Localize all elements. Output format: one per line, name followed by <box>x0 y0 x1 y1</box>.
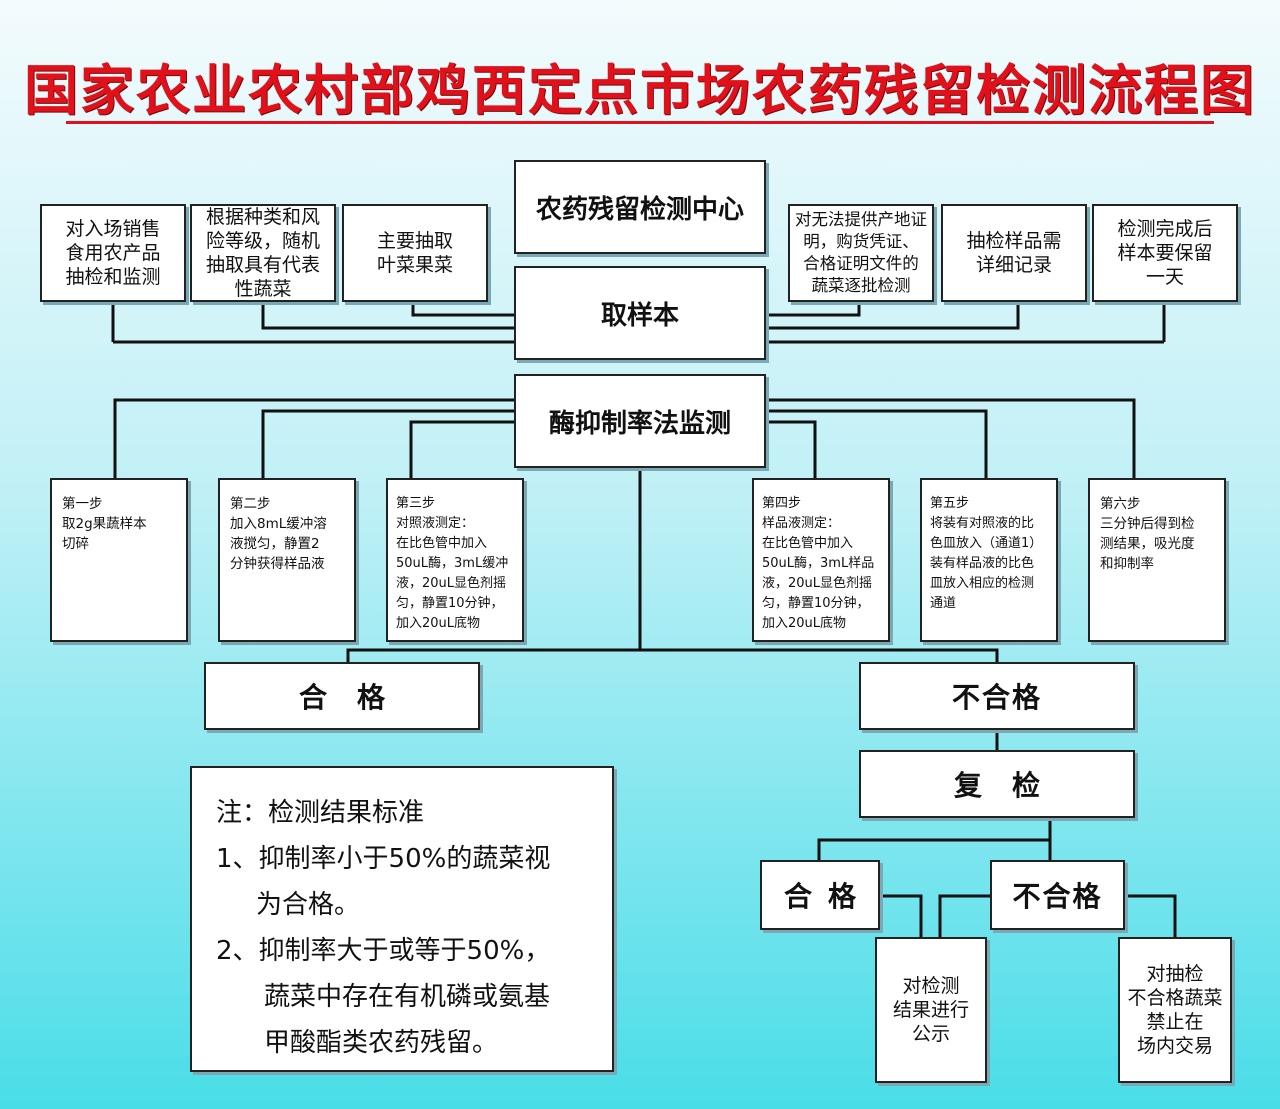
recheck-box: 复检 <box>859 750 1135 818</box>
top-item-box: 对入场销售 食用农产品 抽检和监测 <box>40 204 186 302</box>
publish-label: 对检测 结果进行 公示 <box>892 975 969 1045</box>
recheck-fail-box: 不合格 <box>990 860 1125 930</box>
method-box: 酶抑制率法监测 <box>514 374 766 468</box>
top-item-label: 根据种类和风 险等级，随机 抽取具有代表 性蔬菜 <box>205 206 320 300</box>
top-item-label: 主要抽取 叶菜果菜 <box>376 230 453 276</box>
note-box: 注：检测结果标准 1、抑制率小于50%的蔬菜视 为合格。 2、抑制率大于或等于5… <box>190 766 614 1072</box>
note-line: 蔬菜中存在有机磷或氨基 <box>264 982 551 1012</box>
step-text: 第四步 样品液测定： 在比色管中加入 50uL酶，3mL样品 液，20uL显色剂… <box>762 496 875 631</box>
note-line: 2、抑制率大于或等于50%， <box>216 936 551 966</box>
step-text: 第二步 加入8mL缓冲溶 液搅匀，静置2 分钟获得样品液 <box>230 496 327 572</box>
result-pass-box: 合格 <box>204 662 480 730</box>
note-line: 为合格。 <box>256 890 361 920</box>
method-label: 酶抑制率法监测 <box>548 408 731 439</box>
step-box: 第二步 加入8mL缓冲溶 液搅匀，静置2 分钟获得样品液 <box>218 478 356 642</box>
step-box: 第四步 样品液测定： 在比色管中加入 50uL酶，3mL样品 液，20uL显色剂… <box>752 478 890 642</box>
title-underline <box>66 121 1214 124</box>
recheck-pass-box: 合格 <box>760 860 880 930</box>
step-text: 第六步 三分钟后得到检 测结果，吸光度 和抑制率 <box>1100 496 1195 572</box>
sampling-label: 取样本 <box>600 300 679 331</box>
note-content: 注：检测结果标准 1、抑制率小于50%的蔬菜视 为合格。 2、抑制率大于或等于5… <box>216 790 550 1066</box>
top-item-box: 主要抽取 叶菜果菜 <box>342 204 488 302</box>
center-label: 农药残留检测中心 <box>535 194 744 225</box>
recheck-pass-label: 合格 <box>783 880 872 913</box>
step-text: 第五步 将装有对照液的比 色皿放入（通道1） 装有样品液的比色 皿放入相应的检测… <box>930 496 1043 611</box>
top-item-label: 检测完成后 样本要保留 一天 <box>1117 218 1213 288</box>
ban-box: 对抽检 不合格蔬菜 禁止在 场内交易 <box>1118 937 1232 1083</box>
top-item-box: 对无法提供产地证 明，购货凭证、 合格证明文件的 蔬菜逐批检测 <box>788 204 934 302</box>
note-line: 甲酸酯类农药残留。 <box>264 1028 499 1058</box>
step-text: 第三步 对照液测定： 在比色管中加入 50uL酶，3mL缓冲 液，20uL显色剂… <box>396 496 509 631</box>
step-box: 第三步 对照液测定： 在比色管中加入 50uL酶，3mL缓冲 液，20uL显色剂… <box>386 478 524 642</box>
note-line: 1、抑制率小于50%的蔬菜视 <box>216 844 551 874</box>
step-box: 第六步 三分钟后得到检 测结果，吸光度 和抑制率 <box>1088 478 1226 642</box>
center-box: 农药残留检测中心 <box>514 160 766 254</box>
result-fail-box: 不合格 <box>859 662 1135 730</box>
page-title: 国家农业农村部鸡西定点市场农药残留检测流程图 <box>24 59 1256 122</box>
top-item-box: 检测完成后 样本要保留 一天 <box>1092 204 1238 302</box>
step-box: 第一步 取2g果蔬样本 切碎 <box>50 478 188 642</box>
ban-label: 对抽检 不合格蔬菜 禁止在 场内交易 <box>1127 963 1223 1057</box>
recheck-fail-label: 不合格 <box>1012 880 1103 913</box>
result-pass-label: 合格 <box>298 681 415 714</box>
note-heading: 注：检测结果标准 <box>216 798 425 828</box>
sampling-box: 取样本 <box>514 266 766 360</box>
top-item-label: 对无法提供产地证 明，购货凭证、 合格证明文件的 蔬菜逐批检测 <box>795 210 927 295</box>
result-fail-label: 不合格 <box>951 681 1042 714</box>
top-item-box: 根据种类和风 险等级，随机 抽取具有代表 性蔬菜 <box>190 204 336 302</box>
top-item-box: 抽检样品需 详细记录 <box>941 204 1087 302</box>
step-box: 第五步 将装有对照液的比 色皿放入（通道1） 装有样品液的比色 皿放入相应的检测… <box>920 478 1058 642</box>
step-text: 第一步 取2g果蔬样本 切碎 <box>62 496 147 552</box>
top-item-label: 抽检样品需 详细记录 <box>966 230 1062 276</box>
publish-box: 对检测 结果进行 公示 <box>875 937 987 1083</box>
recheck-label: 复检 <box>953 769 1070 802</box>
top-item-label: 对入场销售 食用农产品 抽检和监测 <box>65 218 161 288</box>
